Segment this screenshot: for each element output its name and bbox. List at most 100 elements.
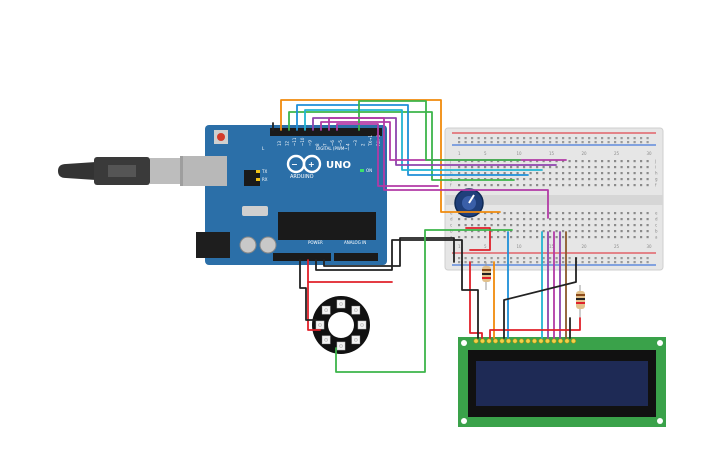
digital-pin-label: 8 — [315, 143, 320, 146]
lcd-pin[interactable] — [525, 338, 531, 344]
analog-label: ANALOG IN — [344, 240, 366, 245]
breadboard-column-label: 15 — [549, 244, 555, 249]
usb-chip — [244, 170, 260, 186]
wire-red-neopixel[interactable] — [307, 281, 321, 331]
tx-label: TX — [261, 169, 267, 174]
breadboard-row-label: c — [655, 223, 657, 228]
breadboard-row-label: i — [450, 165, 451, 170]
breadboard-column-label: 1 — [458, 244, 461, 249]
lcd-pin[interactable] — [499, 338, 505, 344]
digital-pin-label: 12 — [285, 140, 290, 146]
lcd-pin[interactable] — [492, 338, 498, 344]
lcd-pin[interactable] — [564, 338, 570, 344]
lcd-pin[interactable] — [486, 338, 492, 344]
breadboard-column-label: 25 — [614, 244, 620, 249]
lcd-pin-header[interactable] — [473, 338, 576, 344]
breadboard-column-label: 30 — [647, 244, 653, 249]
resistor-2[interactable] — [576, 285, 585, 318]
wire-red-lcd-1[interactable] — [469, 261, 483, 339]
lcd-pin[interactable] — [551, 338, 557, 344]
power-label: POWER — [308, 240, 323, 245]
lcd-pin[interactable] — [479, 338, 485, 344]
breadboard-row-label: a — [450, 235, 453, 240]
lcd-pin[interactable] — [544, 338, 550, 344]
breadboard-row-label: g — [655, 177, 658, 182]
digital-pin-label: ~5 — [338, 140, 343, 146]
analog-header[interactable] — [334, 253, 378, 261]
lcd-pin[interactable] — [505, 338, 511, 344]
lcd-pin[interactable] — [557, 338, 563, 344]
digital-header[interactable] — [270, 128, 382, 136]
on-led-icon — [360, 169, 364, 172]
wire-green-d12[interactable] — [288, 111, 515, 181]
wire-cyan-d10[interactable] — [304, 109, 543, 171]
arduino-uno-board[interactable]: − + ARDUINO UNO DIGITAL (PWM~) POWER ANA… — [183, 125, 387, 265]
wire-green-top[interactable] — [358, 100, 521, 161]
wire-red-lcd-2[interactable] — [489, 317, 581, 339]
rx-led-icon — [256, 178, 260, 181]
wire-magenta-d7[interactable] — [328, 117, 549, 219]
breadboard-column-label: 30 — [647, 151, 653, 156]
rx-label: RX — [262, 177, 268, 182]
breadboard-column-label: 5 — [484, 151, 487, 156]
breadboard-column-label: 15 — [549, 151, 555, 156]
resistor-1[interactable] — [482, 262, 491, 290]
breadboard-row-label: c — [450, 223, 452, 228]
wire-black-lcd-1[interactable] — [461, 261, 479, 339]
digital-label: DIGITAL (PWM~) — [316, 146, 350, 151]
breadboard-row-label: i — [655, 165, 656, 170]
wire-black-neopixel[interactable] — [299, 259, 317, 321]
wire-black-gnd[interactable] — [315, 239, 463, 271]
breadboard-row-label: e — [655, 211, 658, 216]
digital-pin-label: ~3 — [353, 140, 358, 146]
breadboard-column-label: 20 — [582, 151, 588, 156]
wire-red-rail[interactable] — [465, 227, 491, 251]
breadboard-row-label: a — [655, 235, 658, 240]
wire-orange[interactable] — [280, 99, 501, 213]
lcd-pin[interactable] — [473, 338, 479, 344]
lcd-pin[interactable] — [538, 338, 544, 344]
digital-pin-label: TX→1 — [368, 134, 373, 147]
breadboard-row-label: j — [449, 159, 451, 164]
lcd-16x2-display — [458, 337, 666, 427]
wire-green-neopixel[interactable] — [335, 229, 513, 373]
wire-magenta-d6[interactable] — [336, 123, 439, 187]
power-jack — [196, 232, 230, 258]
breadboard-row-label: g — [450, 177, 453, 182]
breadboard-column-label: 5 — [484, 244, 487, 249]
lcd-pin[interactable] — [570, 338, 576, 344]
lcd-pin[interactable] — [518, 338, 524, 344]
lcd-pin[interactable] — [531, 338, 537, 344]
potentiometer[interactable] — [454, 188, 484, 218]
breadboard-column-label: 25 — [614, 151, 620, 156]
wire-black-lcd-2[interactable] — [503, 257, 577, 339]
breadboard-row-label: h — [655, 171, 658, 176]
wires — [272, 99, 581, 373]
digital-pin-label: ~6 — [330, 140, 335, 146]
wire-blue-d11[interactable] — [296, 104, 529, 176]
capacitor-icon — [239, 236, 257, 254]
digital-pin-label: ~10 — [300, 137, 305, 146]
neopixel-leds — [315, 299, 367, 351]
breadboard-row-label: b — [655, 229, 658, 234]
digital-pin-label: ~11 — [292, 137, 297, 146]
svg-text:−: − — [291, 160, 298, 169]
power-header[interactable] — [273, 253, 331, 261]
lcd-pin[interactable] — [512, 338, 518, 344]
arduino-model: UNO — [326, 160, 351, 171]
breadboard-column-label: 10 — [517, 151, 523, 156]
breadboard-row-label: j — [654, 159, 656, 164]
wire-purple-d9[interactable] — [312, 117, 557, 166]
breadboard-row-label: h — [450, 171, 453, 176]
breadboard-row-label: d — [450, 217, 453, 222]
on-label: ON — [366, 168, 372, 173]
breadboard-row-label: f — [655, 183, 657, 188]
wire-black-gnd-2[interactable] — [323, 237, 455, 267]
breadboard-row-label: d — [655, 217, 658, 222]
neopixel-ring[interactable] — [312, 296, 370, 354]
breadboard-center-channel — [445, 195, 663, 205]
atmega-chip — [278, 212, 376, 240]
